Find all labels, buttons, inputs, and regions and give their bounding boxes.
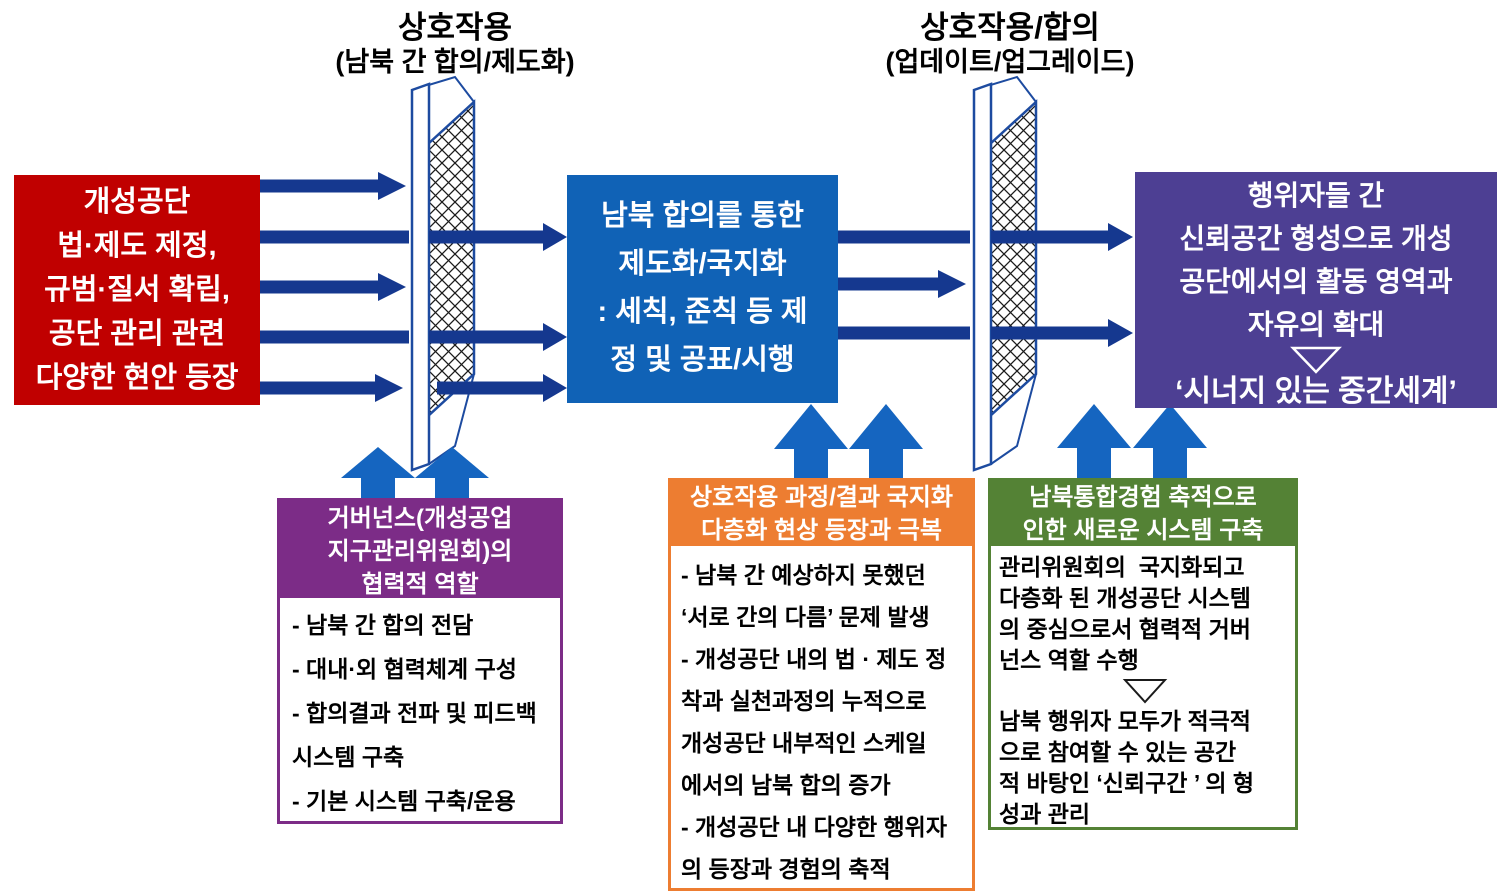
interaction-panel-body: - 남북 간 예상하지 못했던 ‘서로 간의 다름’ 문제 발생 - 개성공단 …	[668, 546, 975, 891]
trust-space-line: 신뢰공간 형성으로 개성	[1179, 223, 1453, 254]
interaction-body-line: - 남북 간 예상하지 못했던	[681, 562, 926, 588]
trust-space-box: 행위자들 간 신뢰공간 형성으로 개성 공단에서의 활동 영역과 자유의 확대 …	[1135, 172, 1497, 408]
mesh-screen-icon	[972, 75, 1038, 472]
governance-header-line: 협력적 역할	[361, 571, 479, 598]
integration-body-line: 남북 행위자 모두가 적극적	[999, 708, 1251, 734]
issues-box-line: 규범·질서 확립,	[44, 274, 230, 306]
interaction-panel: 상호작용 과정/결과 국지화 다층화 현상 등장과 극복 - 남북 간 예상하지…	[668, 478, 975, 891]
integration-panel: 남북통합경험 축적으로 인한 새로운 시스템 구축 관리위원회의 국지화되고 다…	[988, 478, 1298, 830]
interaction-body-line: 착과 실천과정의 누적으로	[681, 688, 927, 714]
governance-panel-header: 거버넌스(개성공업 지구관리위원회)의 협력적 역할	[277, 498, 563, 598]
top-right-label: 상호작용/합의 (업데이트/업그레이드)	[805, 10, 1215, 78]
synergy-label: ‘시너지 있는 중간세계’	[1175, 375, 1457, 408]
governance-body-line: - 합의결과 전파 및 피드백	[292, 700, 537, 726]
interaction-body-line: - 개성공단 내 다양한 행위자	[681, 814, 947, 840]
trust-space-line: 행위자들 간	[1247, 180, 1385, 211]
integration-header-line: 남북통합경험 축적으로	[1029, 484, 1257, 511]
governance-body-line: - 대내·외 협력체계 구성	[292, 656, 517, 682]
integration-body-line: 다층화 된 개성공단 시스템	[999, 585, 1251, 611]
integration-panel-body: 관리위원회의 국지화되고 다층화 된 개성공단 시스템 의 중심으로서 협력적 …	[988, 546, 1298, 830]
agreement-box-line: 제도화/국지화	[618, 248, 787, 280]
agreement-box: 남북 합의를 통한 제도화/국지화 : 세칙, 준칙 등 제 정 및 공표/시행	[567, 175, 838, 403]
governance-panel: 거버넌스(개성공업 지구관리위원회)의 협력적 역할 - 남북 간 합의 전담 …	[277, 498, 563, 824]
issues-box-line: 다양한 현안 등장	[35, 362, 239, 394]
integration-up-arrows	[1057, 404, 1207, 478]
issues-box: 개성공단 법·제도 제정, 규범·질서 확립, 공단 관리 관련 다양한 현안 …	[14, 175, 260, 405]
trust-space-line: 공단에서의 활동 영역과	[1179, 266, 1453, 297]
top-right-title: 상호작용/합의	[920, 10, 1100, 45]
integration-body-line: 의 중심으로서 협력적 거버	[999, 616, 1251, 642]
governance-body-line: - 기본 시스템 구축/운용	[292, 788, 516, 814]
mesh-screen-icon	[410, 75, 476, 472]
governance-panel-body: - 남북 간 합의 전담 - 대내·외 협력체계 구성 - 합의결과 전파 및 …	[277, 598, 563, 824]
trust-space-line: 자유의 확대	[1247, 309, 1385, 340]
integration-header-line: 인한 새로운 시스템 구축	[1022, 517, 1264, 544]
agreement-box-line: : 세칙, 준칙 등 제	[597, 296, 808, 328]
governance-body-line: 시스템 구축	[292, 744, 405, 770]
top-right-subtitle: (업데이트/업그레이드)	[885, 47, 1135, 77]
interaction-body-line: ‘서로 간의 다름’ 문제 발생	[681, 604, 930, 630]
integration-body-line: 넌스 역할 수행	[999, 647, 1139, 673]
governance-body-line: - 남북 간 합의 전담	[292, 612, 474, 638]
interaction-panel-header: 상호작용 과정/결과 국지화 다층화 현상 등장과 극복	[668, 478, 975, 546]
top-left-title: 상호작용	[397, 10, 513, 45]
interaction-body-line: - 개성공단 내의 법 · 제도 정	[681, 646, 947, 672]
governance-header-line: 거버넌스(개성공업	[327, 505, 513, 532]
integration-body-line: 으로 참여할 수 있는 공간	[999, 739, 1237, 765]
down-triangle-icon	[1122, 679, 1168, 704]
interaction-header-line: 상호작용 과정/결과 국지화	[690, 484, 953, 511]
interaction-header-line: 다층화 현상 등장과 극복	[701, 517, 942, 544]
interaction-body-line: 에서의 남북 합의 증가	[681, 772, 891, 798]
integration-body-line: 관리위원회의 국지화되고	[999, 554, 1245, 580]
agreement-box-line: 정 및 공표/시행	[610, 344, 795, 376]
interaction-body-line: 개성공단 내부적인 스케일	[681, 730, 927, 756]
agreement-box-line: 남북 합의를 통한	[601, 200, 804, 232]
interaction-up-arrows	[774, 404, 923, 479]
issues-box-line: 공단 관리 관련	[48, 318, 226, 350]
issues-box-line: 법·제도 제정,	[57, 230, 217, 262]
down-triangle-icon	[1290, 346, 1342, 374]
top-left-subtitle: (남북 간 합의/제도화)	[335, 47, 575, 77]
governance-header-line: 지구관리위원회)의	[327, 538, 513, 565]
integration-panel-header: 남북통합경험 축적으로 인한 새로운 시스템 구축	[988, 478, 1298, 546]
interaction-body-line: 의 등장과 경험의 축적	[681, 856, 891, 882]
integration-body-line: 성과 관리	[999, 801, 1091, 827]
integration-body-line: 적 바탕인 ‘신뢰구간 ’ 의 형	[999, 770, 1255, 796]
issues-box-line: 개성공단	[83, 186, 191, 218]
top-left-label: 상호작용 (남북 간 합의/제도화)	[255, 10, 655, 78]
